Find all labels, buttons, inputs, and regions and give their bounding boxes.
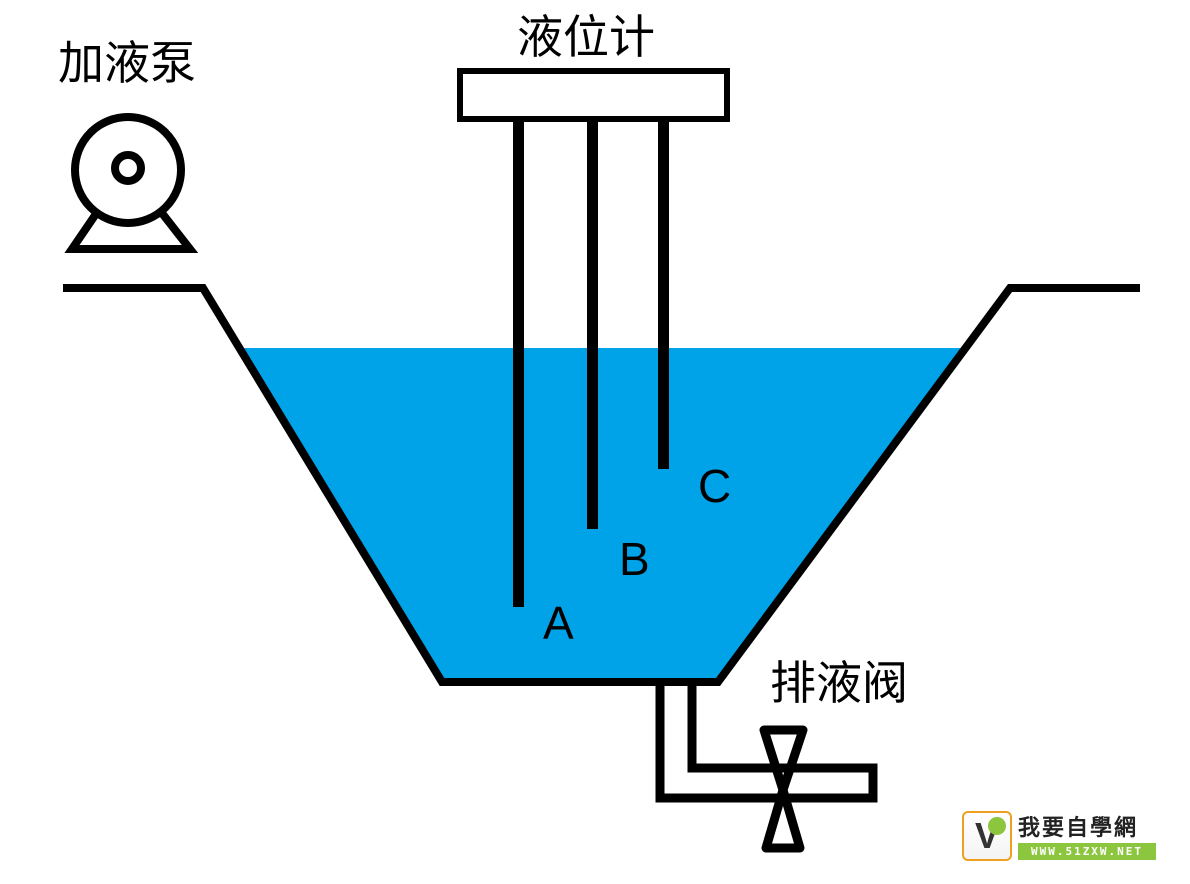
- level-gauge-label: 液位计: [517, 10, 655, 64]
- valve-icon: [759, 725, 808, 853]
- logo-url: WWW.51ZXW.NET: [1018, 843, 1156, 860]
- probe-c: [658, 119, 669, 469]
- leaf-icon: [988, 817, 1006, 835]
- probe-c-label: C: [698, 460, 732, 512]
- pump-icon: [64, 113, 199, 253]
- probe-b-label: B: [619, 533, 650, 585]
- liquid-fill: [242, 348, 963, 680]
- probe-a: [513, 119, 524, 607]
- tank-outline: [63, 284, 1140, 686]
- probe-b: [587, 119, 598, 529]
- logo-title: 我要自學網: [1018, 816, 1139, 841]
- probe-a-label: A: [543, 597, 574, 649]
- level-gauge: [457, 68, 730, 607]
- watermark-logo: V 我要自學網 WWW.51ZXW.NET: [962, 810, 1158, 862]
- drain-valve-label: 排液阀: [770, 656, 908, 710]
- logo-mark: V: [962, 811, 1012, 861]
- pump-label: 加液泵: [58, 36, 196, 90]
- drain-pipe: [655, 682, 878, 803]
